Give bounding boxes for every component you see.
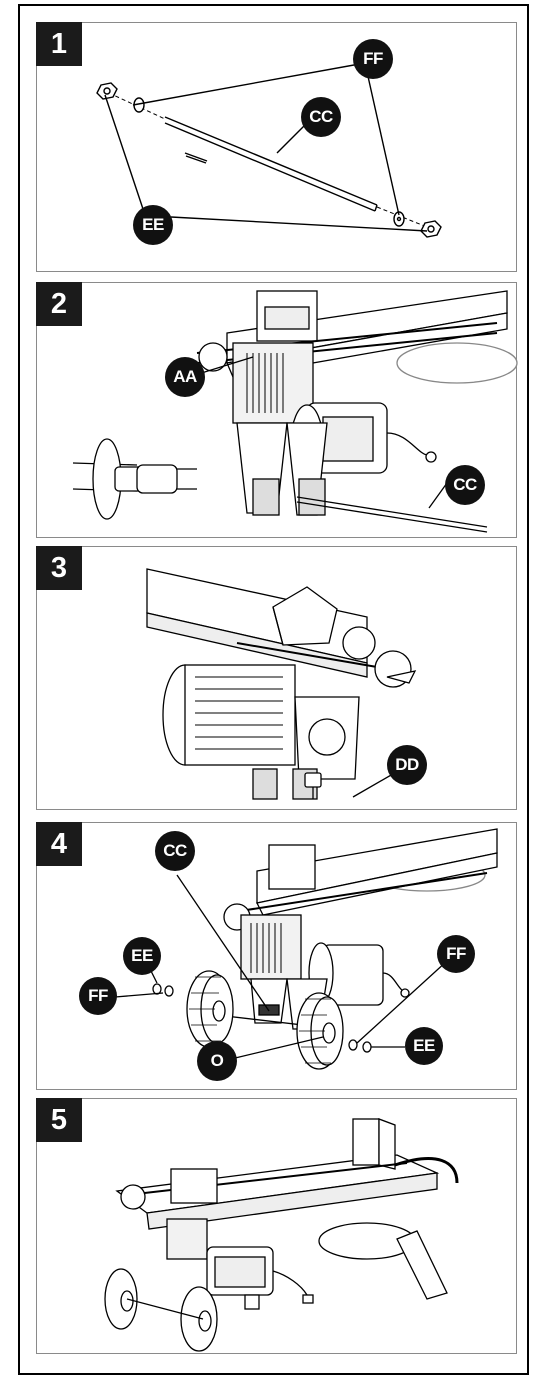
callout-ff: FF: [437, 935, 475, 973]
panel-step-2: 2 AA CC: [36, 282, 518, 538]
splitter-axle-drawing: [72, 290, 518, 533]
callout-ee: EE: [133, 205, 173, 245]
panel-step-3: 3 DD: [36, 546, 517, 810]
callout-ff: FF: [79, 977, 117, 1015]
callout-ff: FF: [353, 39, 393, 79]
assembled-splitter-drawing: [104, 1118, 459, 1352]
callout-cc: CC: [301, 97, 341, 137]
step-number: 3: [36, 546, 82, 590]
panel-step-1: 1 FF CC EE: [36, 22, 517, 272]
splitter-rear-view-drawing: [146, 568, 417, 800]
step-number: 4: [36, 822, 82, 866]
step-number: 5: [36, 1098, 82, 1142]
callout-ee: EE: [123, 937, 161, 975]
callout-ee: EE: [405, 1027, 443, 1065]
callout-cc: CC: [155, 831, 195, 871]
callout-o: O: [197, 1041, 237, 1081]
step-number: 1: [36, 22, 82, 66]
panel-step-5: 5: [36, 1098, 517, 1354]
callout-aa: AA: [165, 357, 205, 397]
callout-dd: DD: [387, 745, 427, 785]
axle-exploded-drawing: [96, 62, 442, 238]
wheel-assembly-drawing: [114, 828, 498, 1070]
panel-step-4: 4 CC EE FF O FF EE: [36, 822, 517, 1090]
step-number: 2: [36, 282, 82, 326]
callout-cc: CC: [445, 465, 485, 505]
